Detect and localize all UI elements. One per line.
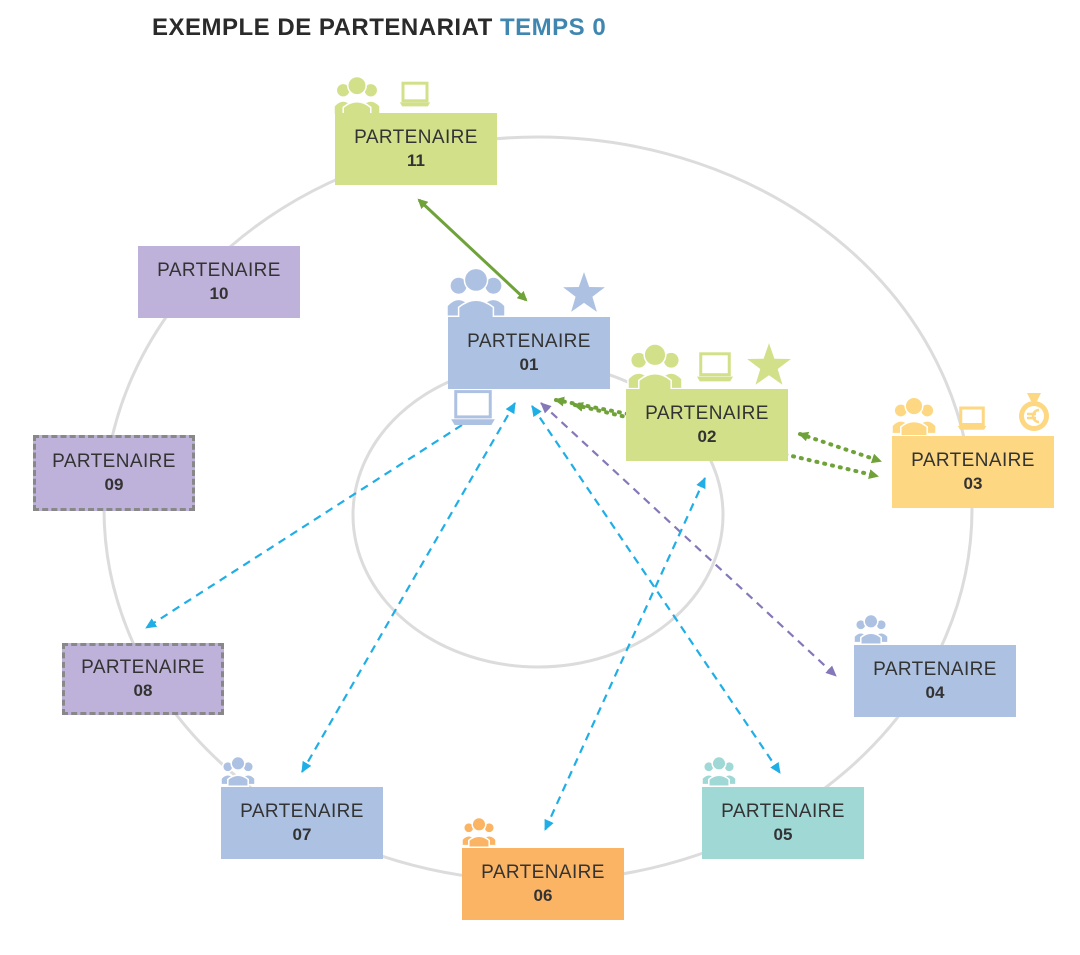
- link-01-08: [145, 424, 463, 629]
- partner-box-09: PARTENAIRE 09: [33, 435, 195, 511]
- partner-number: 10: [209, 284, 229, 303]
- star-icon: [563, 272, 605, 312]
- people-icon: [627, 343, 683, 393]
- star-icon: [747, 343, 791, 385]
- partner-number: 11: [407, 151, 425, 170]
- partner-box-11: PARTENAIRE 11: [335, 113, 497, 185]
- people-icon: [333, 75, 381, 118]
- title-accent: TEMPS 0: [499, 14, 607, 41]
- partner-box-03: PARTENAIRE 03: [892, 436, 1054, 508]
- partner-box-05: PARTENAIRE 05: [702, 787, 864, 859]
- link-02-03: [798, 431, 882, 464]
- title-main: EXEMPLE DE PARTENARIAT: [152, 14, 493, 41]
- partner-number: 01: [519, 355, 539, 374]
- people-icon: [701, 755, 737, 788]
- partner-number: 08: [133, 681, 153, 700]
- people-icon: [853, 613, 889, 646]
- laptop-icon: [696, 352, 734, 382]
- partner-box-07: PARTENAIRE 07: [221, 787, 383, 859]
- partner-number: 03: [963, 474, 983, 493]
- partner-label: PARTENAIRE: [645, 403, 769, 424]
- laptop-icon: [957, 406, 987, 430]
- partner-number: 02: [697, 427, 717, 446]
- partner-number: 04: [925, 683, 945, 702]
- partner-label: PARTENAIRE: [354, 127, 478, 148]
- partner-box-08: PARTENAIRE 08: [62, 643, 224, 715]
- partner-box-02: PARTENAIRE 02: [626, 389, 788, 461]
- partner-label: PARTENAIRE: [240, 801, 364, 822]
- link-02-06: [543, 477, 707, 831]
- partner-label: PARTENAIRE: [911, 450, 1035, 471]
- people-icon: [461, 816, 497, 849]
- link-01-07: [301, 402, 516, 773]
- partner-label: PARTENAIRE: [81, 657, 205, 678]
- people-icon: [446, 267, 506, 320]
- people-icon: [220, 755, 256, 788]
- partner-number: 07: [292, 825, 312, 844]
- partner-box-06: PARTENAIRE 06: [462, 848, 624, 920]
- partner-label: PARTENAIRE: [873, 659, 997, 680]
- partner-box-10: PARTENAIRE 10: [138, 246, 300, 318]
- partner-number: 05: [773, 825, 793, 844]
- page-title: EXEMPLE DE PARTENARIAT TEMPS 0: [152, 14, 606, 42]
- people-icon: [891, 396, 937, 437]
- partner-box-04: PARTENAIRE 04: [854, 645, 1016, 717]
- partner-number: 06: [533, 886, 553, 905]
- partner-label: PARTENAIRE: [721, 801, 845, 822]
- laptop-icon: [399, 81, 431, 107]
- partner-label: PARTENAIRE: [52, 451, 176, 472]
- partner-label: PARTENAIRE: [467, 331, 591, 352]
- partner-box-01: PARTENAIRE 01: [448, 317, 610, 389]
- partner-label: PARTENAIRE: [481, 862, 605, 883]
- link-01-05: [531, 405, 781, 774]
- partner-number: 09: [104, 475, 124, 494]
- laptop-icon: [451, 390, 495, 425]
- euro-bag-icon: [1019, 393, 1049, 431]
- partner-label: PARTENAIRE: [157, 260, 281, 281]
- link-01-11: [417, 198, 528, 302]
